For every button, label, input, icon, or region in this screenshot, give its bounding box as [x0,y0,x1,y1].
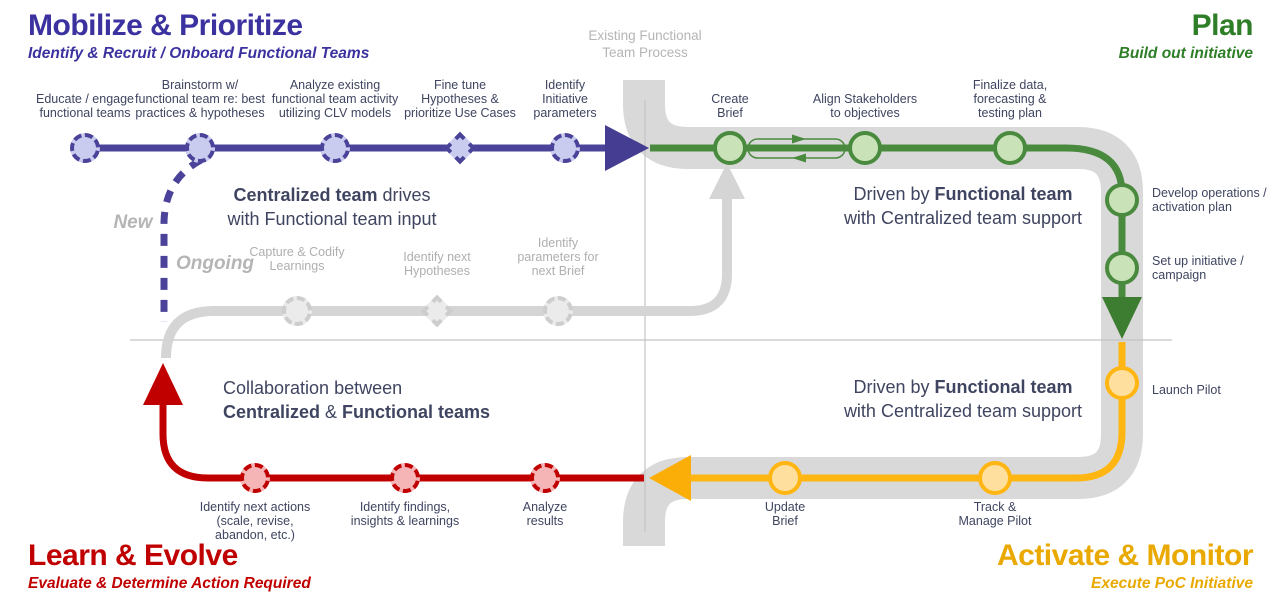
quadrant-title-mobilize: Mobilize & Prioritize Identify & Recruit… [28,10,369,62]
activate-line [688,342,1126,482]
label-identify-next-actions: Identify next actions (scale, revise, ab… [199,500,311,543]
node-analyze-results [530,463,560,493]
caption-bottom-left: Collaboration between Centralized & Func… [223,377,490,425]
mobilize-arrow [605,125,649,171]
node-brainstorm [185,133,215,163]
caption-bottom-right: Driven by Functional team with Centraliz… [844,376,1082,424]
mobilize-title: Mobilize & Prioritize [28,9,303,42]
node-capture-codify [282,296,312,326]
label-identify-parameters-next-brief: Identify parameters for next Brief [517,236,599,279]
learn-up-arrow [143,363,183,405]
new-dashed-connector [160,156,203,322]
node-identify-findings [390,463,420,493]
label-educate-engage: Educate / engage functional teams [36,92,134,121]
node-update-brief [768,461,802,495]
node-align-stakeholders [848,131,882,165]
quadrant-title-activate: Activate & Monitor Execute PoC Initiativ… [996,539,1254,592]
caption-br-line2: with Centralized team support [843,400,1083,421]
quadrant-title-learn: Learn & Evolve Evaluate & Determine Acti… [28,540,311,592]
label-track-manage-pilot: Track & Manage Pilot [958,500,1032,529]
caption-bl-line1: Collaboration between [223,378,403,398]
node-identify-parameters-next-brief [543,296,573,326]
label-update-brief: Update Brief [764,500,806,529]
label-analyze-results: Analyze results [522,500,568,529]
caption-br-line1: Driven by Functional team [853,377,1073,397]
label-identify-next-hypotheses: Identify next Hypotheses [403,250,471,279]
label-analyze-clv: Analyze existing functional team activit… [271,78,399,121]
caption-bl-line2: Centralized & Functional teams [223,401,491,422]
node-educate-engage [70,133,100,163]
label-finalize-data: Finalize data, forecasting & testing pla… [972,78,1048,121]
loop-left-arrow [792,153,806,163]
caption-tr-line2: with Centralized team support [843,207,1083,228]
ongoing-label: Ongoing [175,253,255,274]
node-identify-next-actions [240,463,270,493]
activate-title: Activate & Monitor [996,539,1254,572]
node-finalize-data [993,131,1027,165]
loop-right-arrow [792,134,806,144]
label-capture-codify: Capture & Codify Learnings [249,245,345,274]
quadrant-title-plan: Plan Build out initiative [1118,9,1254,62]
node-analyze-clv [320,133,350,163]
activate-subtitle: Execute PoC Initiative [1091,574,1253,592]
existing-process-caption: Existing Functional Team Process [588,28,702,60]
node-identify-initiative-parameters [550,133,580,163]
label-align-stakeholders: Align Stakeholders to objectives [812,92,918,121]
caption-tr-line1: Driven by Functional team [853,184,1073,204]
label-launch-pilot: Launch Pilot [1152,382,1221,397]
label-setup-initiative: Set up initiative / campaign [1152,253,1244,282]
label-fine-tune-hypotheses: Fine tune Hypotheses & prioritize Use Ca… [404,78,516,121]
plan-title: Plan [1191,9,1254,42]
node-setup-initiative [1105,251,1139,285]
label-develop-operations: Develop operations / activation plan [1152,185,1267,214]
plan-subtitle: Build out initiative [1118,44,1253,62]
ongoing-up-arrow [709,163,745,199]
learn-subtitle: Evaluate & Determine Action Required [28,574,311,592]
caption-tl-line2: with Functional team input [227,208,437,229]
label-identify-findings: Identify findings, insights & learnings [350,500,460,529]
node-create-brief [713,131,747,165]
node-launch-pilot [1105,366,1139,400]
activate-left-arrow [649,455,691,501]
label-brainstorm: Brainstorm w/ functional team re: best p… [135,78,265,121]
node-track-manage-pilot [978,461,1012,495]
node-develop-operations [1105,183,1139,217]
caption-top-left: Centralized team drives with Functional … [227,184,436,232]
new-label: New [113,212,153,233]
caption-top-right: Driven by Functional team with Centraliz… [844,183,1082,231]
mobilize-subtitle: Identify & Recruit / Onboard Functional … [28,44,370,62]
label-identify-initiative-parameters: Identify Initiative parameters [533,78,597,121]
learn-title: Learn & Evolve [28,539,238,572]
label-create-brief: Create Brief [711,92,749,121]
plan-down-arrow [1102,297,1142,339]
learn-line [159,402,644,482]
caption-tl-line1: Centralized team drives [233,185,431,205]
